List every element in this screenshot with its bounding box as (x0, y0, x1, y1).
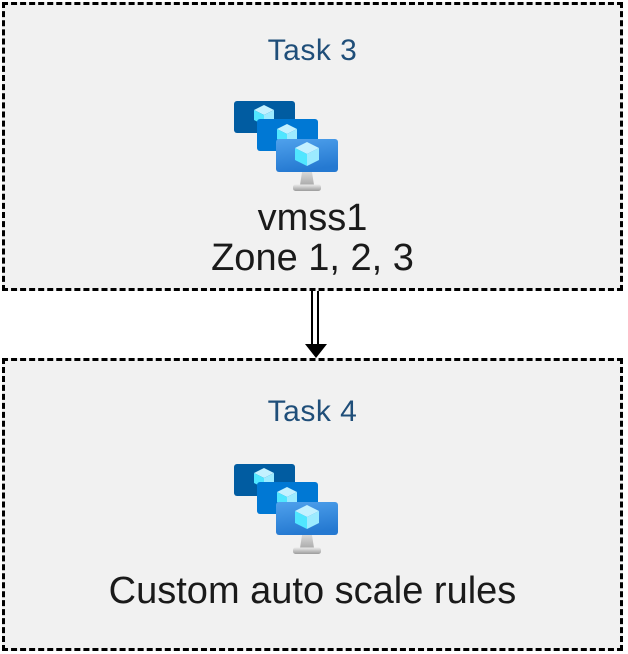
vm-scale-sets-icon (234, 101, 340, 193)
task4-title: Task 4 (267, 395, 358, 428)
arrow-shaft (311, 291, 319, 344)
vm-scale-sets-icon-svg (234, 101, 340, 193)
vm-scale-sets-icon-svg (234, 464, 340, 556)
arrow-down-icon (305, 344, 327, 358)
vm-scale-sets-icon (234, 464, 340, 556)
task4-box: Task 4 Custom auto scale rules (2, 358, 623, 651)
task3-box: Task 3 vmss1 Zone 1, 2, 3 (2, 2, 623, 291)
vmss-name-label: vmss1 (257, 197, 368, 239)
zones-label: Zone 1, 2, 3 (211, 237, 414, 279)
task4-labels: Custom auto scale rules (109, 571, 517, 611)
task3-labels: vmss1 Zone 1, 2, 3 (211, 198, 414, 278)
task3-title: Task 3 (267, 34, 358, 67)
autoscale-rules-label: Custom auto scale rules (108, 570, 517, 612)
